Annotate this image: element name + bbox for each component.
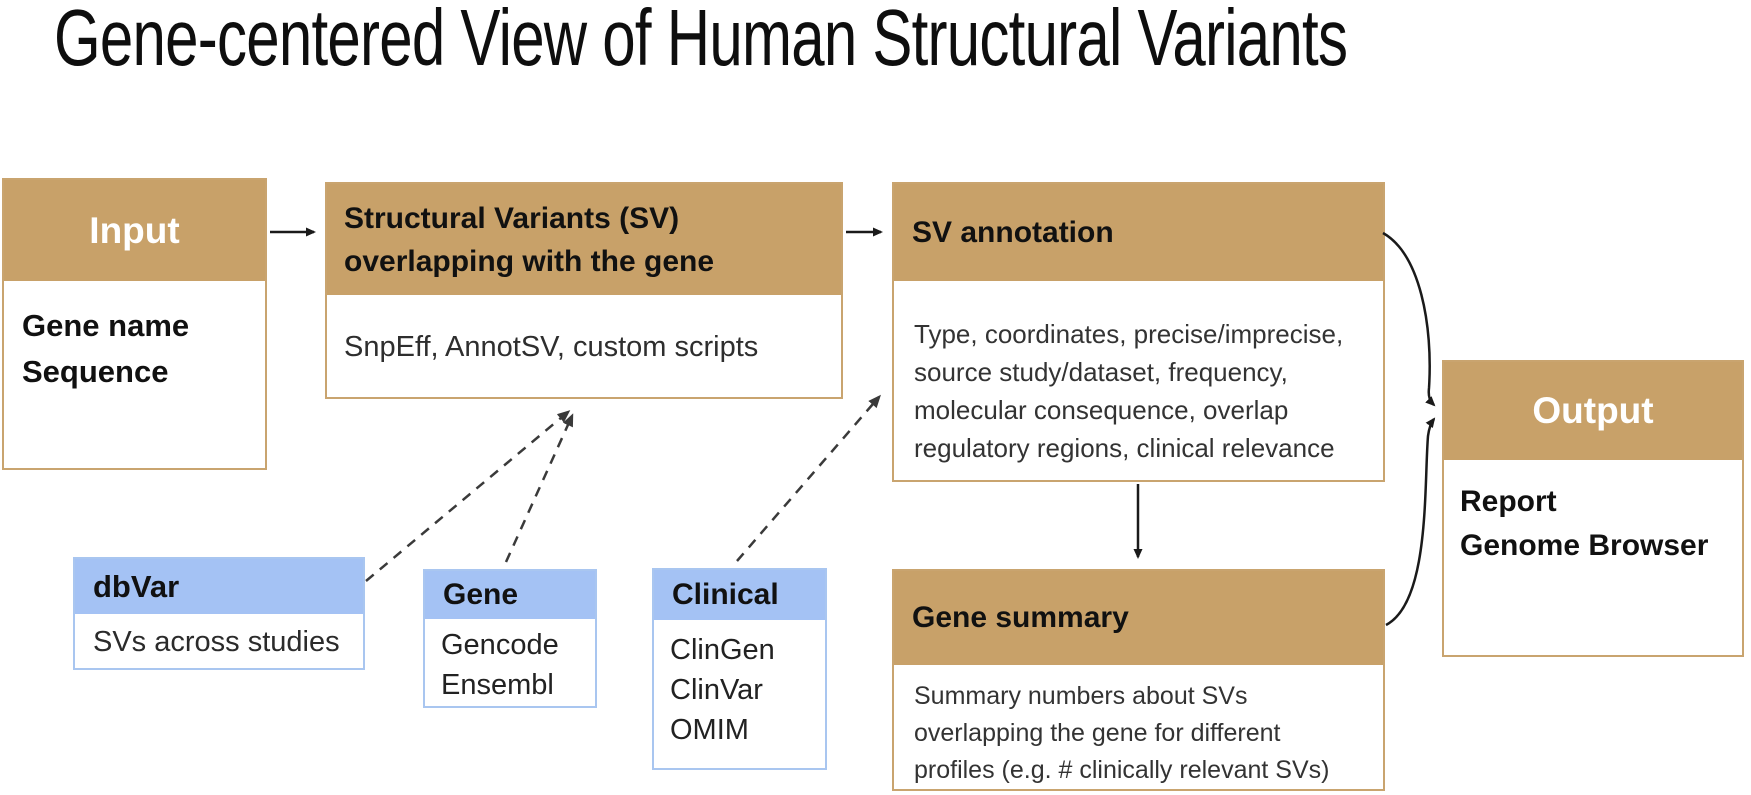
sv-annotation-box-header: SV annotation (894, 184, 1383, 283)
input-box: Input Gene name Sequence (2, 178, 267, 470)
gene-summary-box-body: Summary numbers about SVs overlapping th… (914, 682, 1330, 784)
output-box-body: Report Genome Browser (1460, 485, 1709, 562)
gene-box-body: Gencode Ensembl (441, 629, 559, 701)
sv-annotation-box-body: Type, coordinates, precise/imprecise, so… (914, 319, 1344, 463)
gene-summary-box: Gene summary Summary numbers about SVs o… (892, 569, 1385, 791)
clinical-box-title: Clinical (672, 578, 779, 611)
structural-variants-box-header: Structural Variants (SV) overlapping wit… (327, 184, 841, 297)
output-box-title: Output (1532, 390, 1654, 431)
output-box: Output Report Genome Browser (1442, 360, 1744, 657)
sv-annotation-box: SV annotation Type, coordinates, precise… (892, 182, 1385, 482)
dbvar-box-title: dbVar (93, 568, 180, 604)
gene-box-header: Gene (425, 571, 595, 621)
arrow-svannotation-to-output (1382, 231, 1436, 407)
dbvar-box: dbVar SVs across studies (73, 557, 365, 670)
dashed-arrow-dbvar-to-sv (365, 410, 571, 582)
structural-variants-box-title: Structural Variants (SV) overlapping wit… (344, 201, 715, 278)
clinical-box-body: ClinGen ClinVar OMIM (670, 634, 775, 746)
input-box-header: Input (4, 180, 265, 283)
gene-summary-box-header: Gene summary (894, 571, 1383, 667)
sv-annotation-box-title: SV annotation (912, 215, 1114, 249)
dashed-arrow-gene-to-sv (504, 413, 574, 563)
input-box-title: Input (89, 209, 180, 251)
output-box-header: Output (1444, 362, 1742, 462)
arrow-genesummary-to-output (1385, 417, 1436, 627)
dbvar-box-body: SVs across studies (75, 616, 363, 668)
input-box-body: Gene name Sequence (22, 308, 190, 389)
dbvar-box-header: dbVar (75, 559, 363, 616)
structural-variants-box: Structural Variants (SV) overlapping wit… (325, 182, 843, 399)
dbvar-box-text: SVs across studies (93, 625, 340, 658)
gene-box: Gene Gencode Ensembl (423, 569, 597, 708)
page-title: Gene-centered View of Human Structural V… (54, 0, 1348, 82)
clinical-box-header: Clinical (654, 570, 825, 622)
gene-box-title: Gene (443, 578, 519, 611)
gene-summary-box-title: Gene summary (912, 601, 1129, 634)
clinical-box: Clinical ClinGen ClinVar OMIM (652, 568, 827, 770)
structural-variants-tools-text: SnpEff, AnnotSV, custom scripts (344, 330, 759, 363)
dashed-arrow-clinical-to-svannotation (736, 394, 881, 562)
structural-variants-box-body: SnpEff, AnnotSV, custom scripts (327, 297, 841, 397)
